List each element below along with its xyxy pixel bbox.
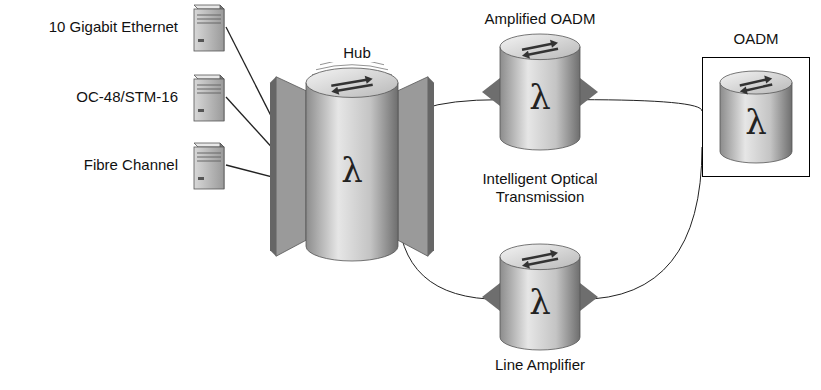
device-label: 10 Gigabit Ethernet — [49, 18, 178, 36]
optical-node: OADM λ — [702, 30, 810, 177]
server-node: Fibre Channel — [84, 139, 226, 191]
oadm-frame: λ — [702, 57, 810, 177]
cylinder: λ — [267, 62, 437, 267]
server-icon — [186, 1, 226, 53]
server-box — [186, 139, 226, 191]
server-box — [186, 1, 226, 53]
ring-label: Intelligent Optical Transmission — [465, 170, 615, 206]
node-label: Hub — [343, 44, 371, 62]
cylinder: λ — [708, 65, 804, 169]
lambda-symbol: λ — [478, 77, 602, 117]
node-label: OADM — [702, 30, 810, 48]
fiber-ring — [580, 100, 702, 111]
device-label: Fibre Channel — [84, 156, 178, 174]
optical-node: Hub λ — [267, 44, 437, 267]
device-label: OC-48/STM-16 — [76, 88, 178, 106]
server-node: OC-48/STM-16 — [76, 71, 226, 123]
lambda-symbol: λ — [267, 150, 437, 190]
server-icon — [186, 139, 226, 191]
optical-node: Amplified OADM λ — [478, 10, 602, 156]
server-node: 10 Gigabit Ethernet — [49, 1, 226, 53]
server-box — [186, 71, 226, 123]
cylinder: λ — [478, 28, 602, 156]
cylinder: λ — [478, 238, 602, 356]
optical-node: λLine Amplifier — [478, 238, 602, 374]
lambda-symbol: λ — [478, 282, 602, 322]
lambda-symbol: λ — [708, 102, 804, 142]
node-label: Line Amplifier — [495, 356, 585, 374]
server-icon — [186, 71, 226, 123]
node-label: Amplified OADM — [485, 10, 596, 28]
